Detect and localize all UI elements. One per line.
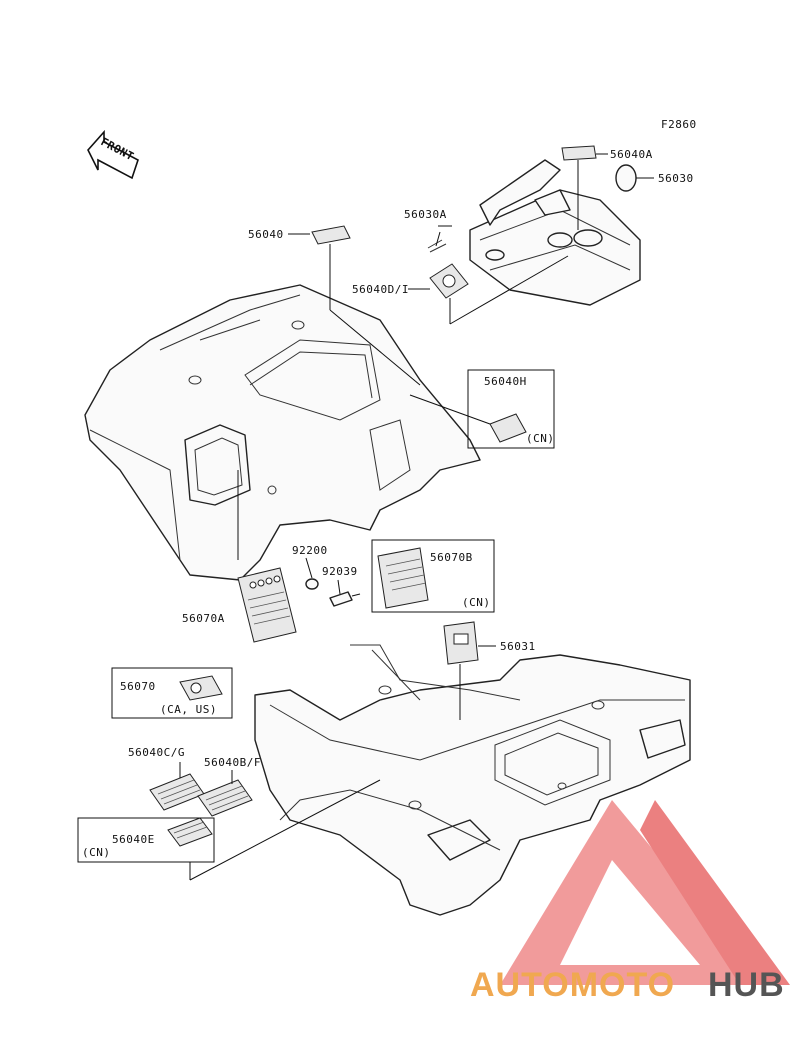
label-56070: 56070 xyxy=(120,680,156,693)
label-56040DI: 56040D/I xyxy=(352,283,409,296)
box-56040E xyxy=(77,817,215,863)
sticker-56040BF xyxy=(197,779,253,817)
rear-fender-part xyxy=(254,644,691,916)
note-ca-us: (CA, US) xyxy=(160,703,217,716)
note-cn-56040E: (CN) xyxy=(82,846,111,859)
sticker-56040 xyxy=(311,225,351,245)
front-arrow-icon: FRONT xyxy=(87,129,139,180)
bolt-92039 xyxy=(329,591,361,607)
label-92039: 92039 xyxy=(322,565,358,578)
figure-code: F2860 xyxy=(661,118,697,131)
box-56070B xyxy=(371,539,495,613)
sticker-56040E xyxy=(167,817,213,847)
washer-92200 xyxy=(305,578,319,590)
watermark-logo-triangle xyxy=(500,800,790,985)
sticker-56040D xyxy=(429,263,469,299)
box-56070 xyxy=(111,667,233,719)
note-cn-56040H: (CN) xyxy=(526,432,555,445)
label-56040H: 56040H xyxy=(484,375,527,388)
cap-56030 xyxy=(615,164,637,192)
label-56040BF: 56040B/F xyxy=(204,756,261,769)
strip-56030A xyxy=(427,239,447,253)
warning-label-56070A xyxy=(237,567,297,643)
front-cover-part xyxy=(469,159,641,306)
label-56040E: 56040E xyxy=(112,833,155,846)
watermark-hub: HUB xyxy=(708,966,785,1004)
note-cn-56070B: (CN) xyxy=(462,596,491,609)
label-56030A: 56030A xyxy=(404,208,447,221)
sticker-56040H xyxy=(489,413,527,443)
sticker-56040A xyxy=(561,145,597,161)
sticker-56031 xyxy=(443,621,479,665)
front-fender-part xyxy=(84,284,481,581)
label-56040CG: 56040C/G xyxy=(128,746,185,759)
leader-lines xyxy=(179,153,654,881)
watermark-text: AUTOMOTO HUB xyxy=(470,966,785,1004)
box-56040H xyxy=(467,369,555,449)
watermark-automoto: AUTOMOTO xyxy=(470,966,675,1004)
sticker-56040CG xyxy=(149,773,205,811)
label-56030: 56030 xyxy=(658,172,694,185)
warning-label-56070B xyxy=(377,547,429,609)
label-56040A: 56040A xyxy=(610,148,653,161)
label-56031: 56031 xyxy=(500,640,536,653)
sticker-56070 xyxy=(179,675,223,701)
label-92200: 92200 xyxy=(292,544,328,557)
label-56070A: 56070A xyxy=(182,612,225,625)
label-56070B: 56070B xyxy=(430,551,473,564)
label-56040: 56040 xyxy=(248,228,284,241)
